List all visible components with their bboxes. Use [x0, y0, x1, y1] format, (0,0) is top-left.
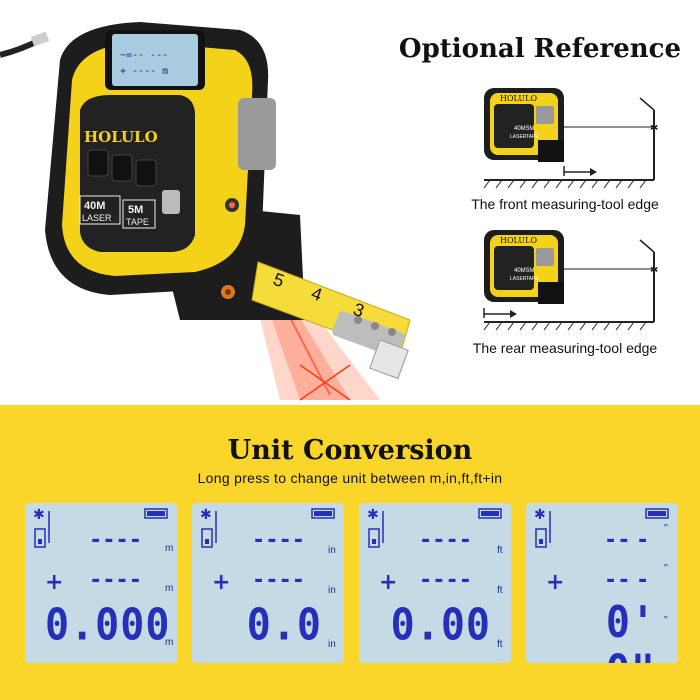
unit-conversion-subtitle: Long press to change unit between m,in,f…: [197, 470, 503, 486]
front-mini-laser-range: 40M: [514, 126, 526, 132]
unit-label-mid: in: [328, 585, 336, 596]
lcd-icons: ✱ -- - + -- -: [534, 507, 669, 595]
unit-label-bottom: in: [328, 639, 336, 650]
svg-text:----: ----: [419, 528, 472, 553]
lcd-screen-meters: ✱ ---- + ---- m m m 0.000: [25, 503, 177, 663]
laser-icon: ✱: [367, 507, 379, 523]
rear-edge-caption: The rear measuring-tool edge: [472, 340, 658, 356]
lcd-screen-inches: ✱ ---- + ---- in in in 0.0: [192, 503, 344, 663]
top-section: ~=-- --- + ---- m HOLULO 40M LASER 5M TA…: [0, 0, 682, 405]
front-edge-illustration: HOLULO 40M 5M LASER TAPE ✱: [483, 88, 658, 189]
laser-label: LASER: [82, 213, 112, 223]
laser-icon: ✱: [200, 507, 212, 523]
unit-conversion-section: Unit Conversion Long press to change uni…: [0, 405, 700, 700]
rear-mini-laser-label: LASER: [510, 276, 527, 282]
laser-range-label: 40M: [84, 200, 105, 212]
front-mini-tape-range: 5M: [526, 126, 534, 132]
laser-icon: ✱: [33, 507, 45, 523]
lcd-icons: ✱ ---- + ----: [33, 507, 168, 595]
tape-label: TAPE: [126, 217, 149, 227]
front-mini-brand: HOLULO: [500, 94, 537, 103]
svg-text:-: -: [636, 528, 649, 553]
lcd-screen-feet: ✱ ---- + ---- ft ft ft 0.00: [359, 503, 511, 663]
brand-logo: HOLULO: [84, 128, 158, 146]
rear-edge-illustration: HOLULO 40M 5M LASER TAPE ✱: [483, 230, 658, 331]
unit-label-top: ft: [497, 545, 503, 556]
unit-label-bottom: ft: [497, 639, 503, 650]
measurement-value: 0.00: [390, 599, 491, 651]
svg-text:--: --: [604, 528, 631, 553]
svg-text:----: ----: [419, 568, 472, 593]
rear-mini-brand: HOLULO: [500, 236, 537, 245]
svg-text:~=-- ---: ~=-- ---: [120, 50, 168, 61]
lcd-icons: ✱ ---- + ----: [200, 507, 335, 595]
rear-reference-diagram: HOLULO 40M 5M LASER TAPE ✱: [470, 222, 680, 342]
measurement-value: 0.0: [246, 599, 322, 651]
svg-text:+ ---- m: + ---- m: [120, 66, 168, 77]
lcd-screen-feet-inches: ✱ -- - + -- - " " " 0' 0": [526, 503, 678, 663]
front-edge-caption: The front measuring-tool edge: [471, 196, 659, 212]
unit-label-mid: m: [165, 583, 174, 594]
lcd-icons: ✱ ---- + ----: [367, 507, 502, 595]
unit-label-mid: ft: [497, 585, 503, 596]
front-mini-laser-label: LASER: [510, 134, 527, 140]
lcd-screens: ✱ ---- + ---- m m m 0.000 ✱: [25, 503, 685, 663]
unit-label-mid: ": [664, 563, 668, 574]
tape-range-label: 5M: [128, 204, 143, 216]
svg-text:----: ----: [252, 568, 305, 593]
measurement-value: 0' 0": [605, 597, 656, 663]
front-reference-diagram: HOLULO 40M 5M LASER TAPE ✱: [470, 80, 680, 200]
svg-text:----: ----: [89, 568, 142, 593]
rear-mini-laser-range: 40M: [514, 268, 526, 274]
svg-text:--: --: [604, 568, 631, 593]
front-mini-tape-label: TAPE: [526, 134, 539, 140]
unit-label-top: m: [165, 543, 174, 554]
svg-text:+: +: [45, 570, 63, 595]
svg-text:----: ----: [89, 528, 142, 553]
svg-text:+: +: [546, 570, 564, 595]
unit-label-top: ": [664, 523, 668, 534]
laser-icon: ✱: [534, 507, 546, 523]
optional-reference-title: Optional Reference: [398, 34, 682, 64]
svg-text:+: +: [212, 570, 230, 595]
svg-text:+: +: [379, 570, 397, 595]
measurement-value: 0.000: [45, 599, 171, 651]
svg-text:----: ----: [252, 528, 305, 553]
rear-mini-tape-label: TAPE: [526, 276, 539, 282]
rear-mini-tape-range: 5M: [526, 268, 534, 274]
unit-label-bottom: ": [664, 615, 668, 626]
unit-conversion-title: Unit Conversion: [227, 435, 473, 466]
unit-label-bottom: m: [165, 637, 174, 648]
product-image: ~=-- --- + ---- m HOLULO 40M LASER 5M TA…: [0, 0, 430, 405]
tape-measure-illustration: ~=-- --- + ---- m HOLULO 40M LASER 5M TA…: [0, 22, 411, 401]
unit-label-top: in: [328, 545, 336, 556]
svg-text:-: -: [636, 568, 649, 593]
